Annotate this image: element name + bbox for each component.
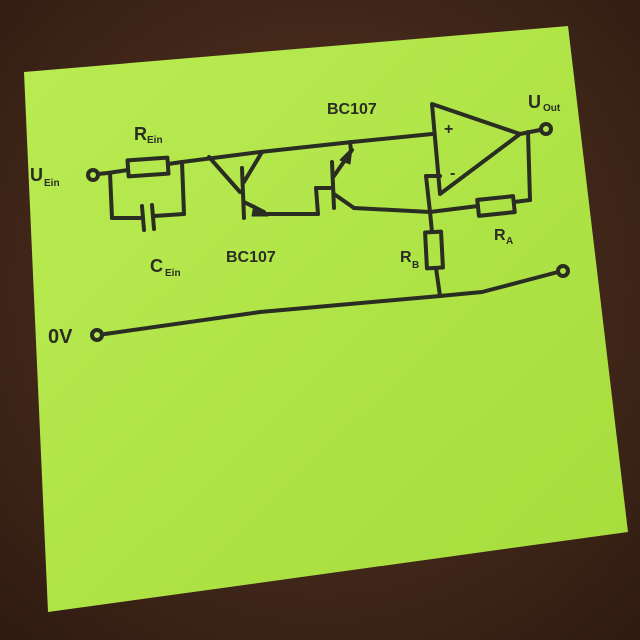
opamp-minus-label: - [450,165,455,182]
r-b-label: R [400,249,412,266]
opamp-symbol [430,102,522,196]
r-b-label-sub: B [412,260,419,271]
r-in-label-sub: Ein [147,135,163,146]
ground-right-terminal [556,264,570,278]
r-a-label: R [494,227,506,244]
transistor-left [207,150,269,220]
input-label-sub: Ein [44,178,60,189]
output-label: U [528,92,541,112]
opamp-plus-label: + [444,121,453,138]
paper-sheet [24,26,628,612]
c-in-label-sub: Ein [165,268,181,279]
transistor-left-label: BC107 [226,249,276,266]
transistor-right-label: BC107 [327,101,377,118]
c-in-label: C [150,256,163,276]
transistor-right [330,147,432,214]
output-terminal [539,122,553,136]
output-label-sub: Out [543,103,561,114]
ground-left-terminal [90,328,104,342]
circuit-wiring [86,102,570,342]
capacitor-c-in [140,204,146,232]
input-label: U [30,165,43,185]
ground-label: 0V [48,326,73,348]
r-a-label-sub: A [506,236,513,247]
r-in-label: R [134,124,147,144]
resistor-r-a [475,194,517,218]
